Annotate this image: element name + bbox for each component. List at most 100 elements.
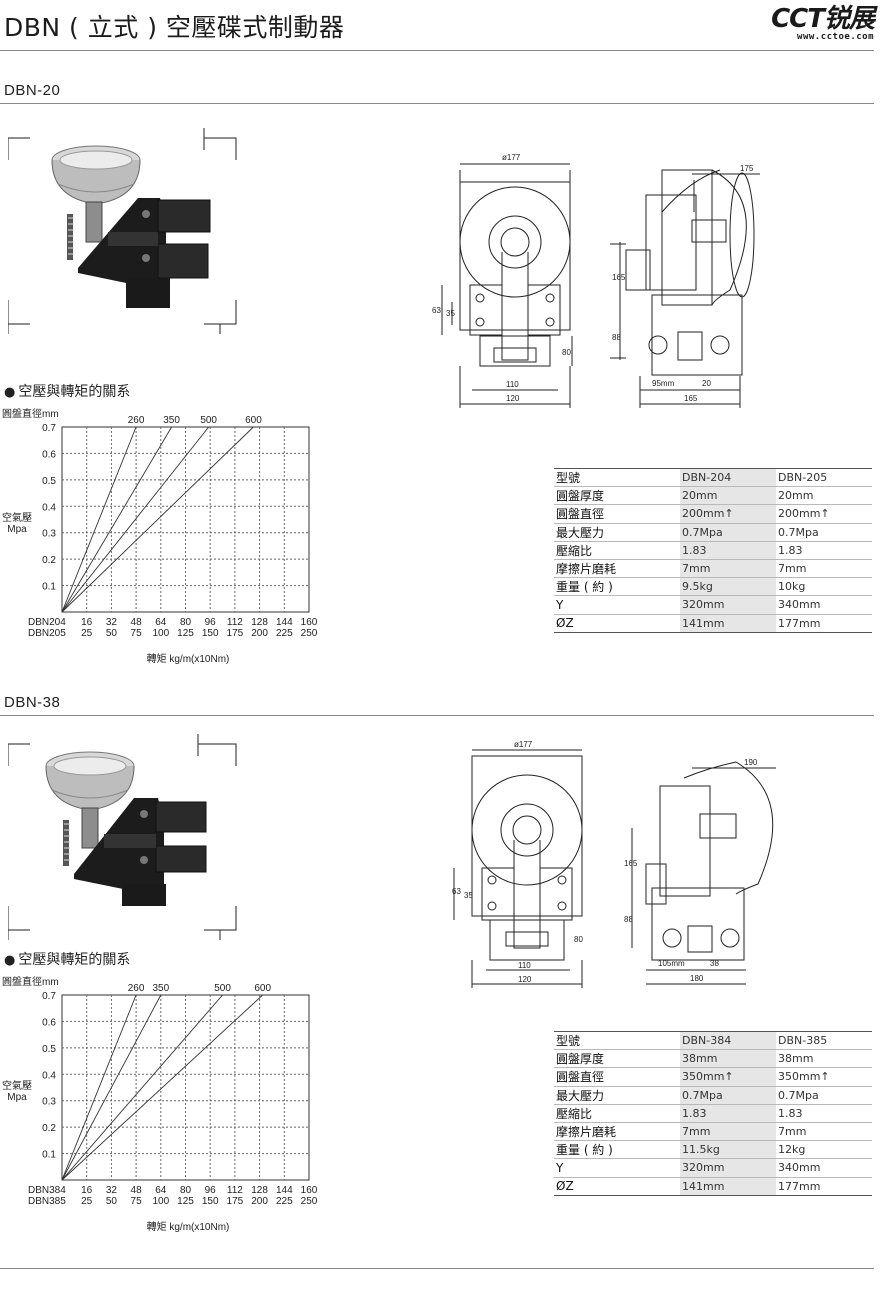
header-divider	[0, 50, 874, 51]
spec-label: ØZ	[554, 614, 680, 633]
spec-label: 重量 ( 約 )	[554, 577, 680, 597]
spec-value-1: 1.83	[680, 1104, 776, 1123]
spec-label: Y	[554, 1158, 680, 1178]
spec-value-1: 350mm↑	[680, 1067, 776, 1087]
spec-label: 圓盤直徑	[554, 504, 680, 524]
spec-value-1: 20mm	[680, 486, 776, 506]
spec-label: 型號	[554, 1030, 680, 1051]
spec-value-2: 0.7Mpa	[776, 523, 872, 542]
chart-xlabel: 轉矩 kg/m(x10Nm)	[147, 1220, 230, 1233]
dim-w2: 120	[506, 394, 520, 403]
chart-top-axis-label: 圓盤直徑mm	[2, 975, 59, 988]
spec-value-2: 200mm↑	[776, 504, 872, 524]
dim-offset: 95mm	[652, 379, 675, 388]
chart-xtick-label: 16	[81, 617, 93, 628]
chart-series-line	[61, 994, 223, 1181]
brand-logo: CCT锐展 www.cctoe.com	[771, 6, 875, 42]
chart-xtick-label: 125	[177, 628, 194, 639]
chart-xtick-label: 160	[301, 617, 318, 628]
chart-xtick-label: 125	[177, 1196, 194, 1207]
chart-series-label: 600	[245, 415, 262, 426]
spec-value-2: 7mm	[776, 559, 872, 579]
dim-mid-h: 80	[574, 935, 583, 944]
chart-ytick-label: 0.3	[42, 1097, 56, 1108]
dim-left-h1: 63	[432, 306, 441, 315]
chart-xrow-label: DBN204	[28, 617, 66, 628]
chart-series-line	[61, 426, 210, 613]
spec-value-1: 9.5kg	[680, 577, 776, 597]
dim-offset: 105mm	[658, 959, 685, 968]
spec-value-2: 340mm	[776, 1158, 872, 1178]
chart-ylabel-unit: Mpa	[7, 524, 27, 535]
dim-h-low: 88	[624, 915, 633, 924]
chart-ytick-label: 0.5	[42, 476, 56, 487]
chart-xtick-label: 112	[227, 1185, 243, 1196]
spec-value-1: 320mm	[680, 595, 776, 615]
chart-xtick-label: 112	[227, 617, 243, 628]
bullet-icon: ●	[4, 953, 16, 968]
spec-value-1: 200mm↑	[680, 504, 776, 524]
section-label-dbn20: DBN-20	[4, 82, 61, 99]
spec-value-2: DBN-205	[776, 467, 872, 488]
chart-xtick-label: 50	[106, 628, 118, 639]
chart-xtick-label: 48	[131, 617, 143, 628]
chart-ytick-label: 0.2	[42, 1123, 56, 1134]
chart-xtick-label: 50	[106, 1196, 118, 1207]
chart-top-axis-label: 圓盤直徑mm	[2, 407, 59, 420]
chart-ytick-label: 0.1	[42, 1150, 56, 1161]
chart-xrow-label: DBN205	[28, 628, 66, 639]
spec-label: ØZ	[554, 1177, 680, 1196]
engineering-drawing-dbn20: ø177 63 35 80 110 120 175 165 88 95mm 20…	[432, 153, 760, 408]
spec-label: 摩擦片磨耗	[554, 559, 680, 579]
chart-xtick-label: 75	[131, 1196, 143, 1207]
chart-xtick-label: 150	[202, 628, 219, 639]
chart-ytick-label: 0.1	[42, 582, 56, 593]
footer-divider	[0, 1268, 874, 1269]
chart-xtick-label: 250	[301, 628, 318, 639]
chart-xtick-label: 175	[227, 628, 244, 639]
bullet-icon: ●	[4, 385, 16, 400]
chart-xtick-label: 225	[276, 628, 293, 639]
product-photo-dbn20	[8, 128, 237, 334]
chart-xtick-label: 100	[152, 628, 169, 639]
chart-xtick-label: 32	[106, 1185, 118, 1196]
spec-value-2: 38mm	[776, 1049, 872, 1069]
section-label-dbn38: DBN-38	[4, 694, 61, 711]
dim-w2: 120	[518, 975, 532, 984]
spec-value-2: 1.83	[776, 1104, 872, 1123]
chart-xtick-label: 225	[276, 1196, 293, 1207]
dim-w1: 110	[518, 961, 531, 970]
chart-xtick-label: 48	[131, 1185, 143, 1196]
spec-value-2: 340mm	[776, 595, 872, 615]
chart-ytick-label: 0.3	[42, 529, 56, 540]
chart-ylabel: 空氣壓	[2, 1079, 32, 1092]
spec-value-1: 0.7Mpa	[680, 523, 776, 542]
spec-label: 摩擦片磨耗	[554, 1122, 680, 1142]
spec-value-1: 141mm	[680, 614, 776, 633]
spec-label: 壓縮比	[554, 1104, 680, 1123]
spec-value-2: 10kg	[776, 577, 872, 597]
dim-base: 165	[684, 394, 698, 403]
spec-label: 重量 ( 約 )	[554, 1140, 680, 1160]
dim-mid-h: 80	[562, 348, 571, 357]
spec-value-2: 1.83	[776, 541, 872, 560]
logo-url: www.cctoe.com	[797, 32, 874, 42]
chart-ytick-label: 0.6	[42, 1017, 56, 1028]
graph-heading-text: 空壓與轉矩的關系	[18, 384, 131, 400]
chart-series-label: 500	[214, 983, 231, 994]
chart-ylabel-unit: Mpa	[7, 1092, 27, 1103]
chart-ytick-label: 0.4	[42, 1070, 56, 1081]
spec-value-1: 0.7Mpa	[680, 1086, 776, 1105]
spec-value-2: 177mm	[776, 614, 872, 633]
spec-value-2: 0.7Mpa	[776, 1086, 872, 1105]
engineering-drawing-dbn38: ø177 63 35 80 110 120 190 165 88 105mm 3…	[452, 740, 776, 988]
